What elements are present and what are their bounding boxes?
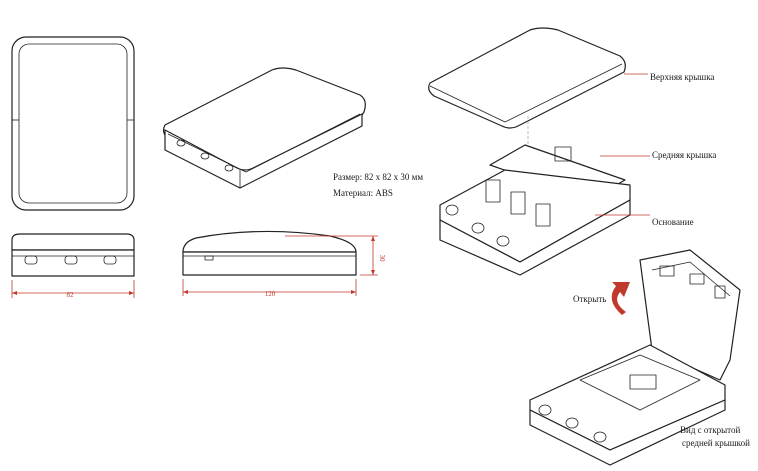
dimension-30: 30	[378, 255, 386, 263]
label-base: Основание	[652, 217, 694, 227]
spec-material: Материал: ABS	[333, 188, 393, 198]
exploded-base	[439, 169, 650, 276]
front-view	[11, 233, 135, 298]
open-arrow-icon	[611, 282, 630, 315]
isometric-closed-view	[162, 67, 366, 189]
label-open-view-line1: Вид с открытой	[680, 425, 740, 435]
label-middle-cover: Средняя крышка	[652, 150, 716, 160]
label-open-view-line2: средней крышкой	[682, 438, 750, 448]
dimension-120: 120	[265, 290, 276, 298]
open-view	[529, 249, 741, 466]
spec-size: Размер: 82 x 82 x 30 мм	[333, 172, 423, 182]
label-open: Открыть	[573, 294, 606, 304]
side-view	[182, 230, 378, 296]
label-top-cover: Верхняя крышка	[650, 72, 714, 82]
top-view	[11, 36, 135, 211]
dimension-82: 82	[67, 291, 75, 299]
exploded-top-cover	[428, 27, 648, 129]
